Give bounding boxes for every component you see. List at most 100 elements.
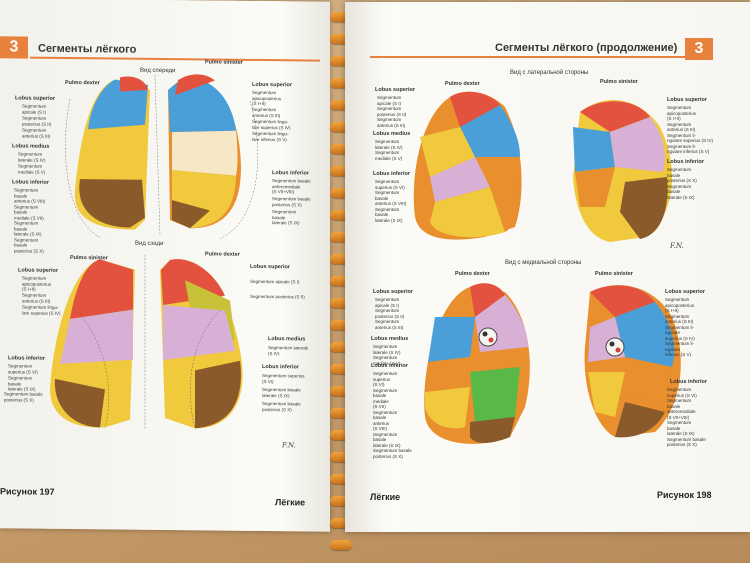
lung-front-view <box>65 74 258 239</box>
title-rule-right <box>370 56 685 58</box>
label-lobus-superior-left: Lobus superior <box>15 95 56 102</box>
label-r-pulmo-sinister: Pulmo sinister <box>600 79 638 85</box>
label-seg-posterius: Segmentum posterius (S II) <box>22 115 52 127</box>
label-r-seg-apicale: Segmentum apicale (S I) Segmentum poster… <box>377 95 407 128</box>
binding-coil <box>330 364 352 374</box>
left-page: 3 Сегменты лёгкого Вид спереди Pulmo dex… <box>0 0 330 532</box>
label-r-lobus-inferior-right: Lobus inferior <box>667 159 704 165</box>
label-seg-apicale: Segmentum apicale (S I) <box>22 103 47 115</box>
label-back-seg-basale-lat-right: Segmentum basale laterale (S IX) <box>262 387 301 398</box>
lung-lateral-view <box>413 91 672 242</box>
label-back-lobus-superior-left: Lobus superior <box>18 267 59 274</box>
label-back-seg-anterius: Segmentum anterius (S III) <box>22 292 51 304</box>
label-back-seg-apicale: Segmentum apicale (S I) <box>250 278 300 285</box>
label-back-seg-basale-post: Segmentum basale posterius (S X) <box>4 391 43 403</box>
label-back-seg-apicopost: Segmentum apicoposterius (S I+II) <box>22 275 52 292</box>
label-back-seg-posterius: Segmentum posterius (S II) <box>250 293 305 300</box>
binding-coil <box>330 254 352 264</box>
chapter-number-badge-right: 3 <box>685 38 713 60</box>
binding-coil <box>330 540 352 550</box>
chapter-number-badge: 3 <box>0 36 28 59</box>
label-r-lobus-medius: Lobus medius <box>373 131 411 137</box>
label-m-lobus-inferior: Lobus inferior <box>371 363 408 369</box>
label-r-pulmo-dexter: Pulmo dexter <box>445 81 480 87</box>
view-label-back: Вид сзади <box>135 240 164 247</box>
label-m-pulmo-dexter: Pulmo dexter <box>455 271 490 277</box>
label-m-lobus-superior: Lobus superior <box>373 289 414 295</box>
label-seg-basale: Segmentum basale anterius (S VIII) Segme… <box>14 187 46 254</box>
lung-back-view <box>50 254 243 430</box>
binding-coil <box>330 100 352 110</box>
label-back-seg-basale: Segmentum basale laterale (S IX) <box>8 375 36 392</box>
view-label-medial: Вид с медиальной стороны <box>505 260 582 266</box>
label-m-pulmo-sinister: Pulmo sinister <box>595 271 633 277</box>
binding-coil <box>330 452 352 462</box>
view-label-lateral: Вид с латеральной стороны <box>510 70 589 76</box>
label-seg-basale-post: Segmentum basale posterius (S X) <box>272 196 311 207</box>
label-m-lobus-superior-right: Lobus superior <box>665 289 706 295</box>
binding-coil <box>330 12 352 22</box>
label-back-lobus-superior-right: Lobus superior <box>250 263 291 271</box>
label-m-lobus-medius: Lobus medius <box>371 336 409 342</box>
label-back-seg-superius-right: Segmentum superius (S VI) <box>262 373 305 384</box>
page-title-right: Сегменты лёгкого (продолжение) <box>495 42 678 54</box>
lung-medial-view <box>424 283 681 444</box>
binding-coil <box>330 56 352 66</box>
title-rule <box>30 56 320 62</box>
label-m-seg-basale: Segmentum superius (S VI) Segmentum basa… <box>373 371 412 459</box>
binding-coil <box>330 78 352 88</box>
label-seg-basale-ant: Segmentum basale anteromediale (S VII+VI… <box>272 178 311 195</box>
binding-coil <box>330 298 352 308</box>
binding-coil <box>330 166 352 176</box>
binding-coil <box>330 408 352 418</box>
right-page: Сегменты лёгкого (продолжение) 3 Вид с л… <box>345 2 750 532</box>
artist-signature: F.N. <box>282 441 296 450</box>
label-lobus-inferior-left: Lobus inferior <box>12 179 49 186</box>
label-seg-basale-lat: Segmentum basale laterale (S IX) <box>272 209 300 226</box>
label-back-lobus-inferior-right: Lobus inferior <box>262 364 299 371</box>
label-back-lobus-medius: Lobus medius <box>268 336 306 343</box>
label-back-seg-laterale: Segmentum laterale (S IV) <box>268 345 309 356</box>
binding-coil <box>330 496 352 506</box>
label-seg-anterius-right: Segmentum anterius (S III) <box>252 106 281 118</box>
label-seg-laterale: Segmentum laterale (S IV) <box>18 151 46 163</box>
label-seg-lingulare-inf: Segmentum lingu- lare inferius (S V) <box>252 130 289 142</box>
artist-signature-right: F.N. <box>670 242 684 250</box>
binding-coil <box>330 430 352 440</box>
label-back-seg-basale-post-right: Segmentum basale posterius (S X) <box>262 401 301 412</box>
label-m-seg-basale-right: Segmentum superius (S VI) Segmentum basa… <box>667 387 706 447</box>
label-lobus-superior-right: Lobus superior <box>252 81 293 89</box>
label-lobus-medius: Lobus medius <box>12 143 50 150</box>
label-back-seg-superius: Segmentum superius (S VI) <box>8 363 38 375</box>
binding-coil <box>330 144 352 154</box>
label-m-lobus-inferior-right: Lobus inferior <box>670 379 707 385</box>
label-r-seg-basale-right: Segmentum basale posterius (S X) Segment… <box>667 167 697 200</box>
label-r-seg-laterale: Segmentum laterale (S IV) Segmentum medi… <box>375 139 403 161</box>
label-lobus-inferior-right: Lobus inferior <box>272 170 309 177</box>
figure-caption-right: Рисунок 198 <box>657 490 712 500</box>
page-title: Сегменты лёгкого <box>38 42 137 56</box>
binding-coil <box>330 342 352 352</box>
label-seg-anterius: Segmentum anterius (S III) <box>22 127 51 139</box>
label-r-seg-apicopost: Segmentum apicoposterius (S I+II) Segmen… <box>667 105 714 154</box>
binding-coil <box>330 276 352 286</box>
footer-section: Лёгкие <box>275 497 306 508</box>
label-m-seg-apicopost: Segmentum apicoposterius (S I+II) Segmen… <box>665 297 695 357</box>
label-seg-lingulare-sup: Segmentum lingu- lare superius (S IV) <box>252 118 291 130</box>
label-m-seg-apicale: Segmentum apicale (S I) Segmentum poster… <box>375 297 405 330</box>
binding-coil <box>330 320 352 330</box>
label-pulmo-sinister: Pulmo sinister <box>205 59 243 66</box>
label-r-lobus-inferior: Lobus inferior <box>373 171 410 177</box>
binding-coil <box>330 210 352 220</box>
label-seg-mediale: Segmentum mediale (S V) <box>18 163 46 175</box>
binding-coil <box>330 122 352 132</box>
label-r-seg-basale: Segmentum superius (S VI) Segmentum basa… <box>375 179 407 223</box>
binding-coil <box>330 518 352 528</box>
figure-caption: Рисунок 197 <box>0 486 55 497</box>
label-r-lobus-superior-right: Lobus superior <box>667 97 708 103</box>
binding-coil <box>330 474 352 484</box>
label-back-lobus-inferior-left: Lobus inferior <box>8 355 45 362</box>
spiral-binding <box>330 0 352 563</box>
label-r-lobus-superior: Lobus superior <box>375 87 416 93</box>
label-m-seg-laterale: Segmentum laterale (S IV) Segmentum medi… <box>373 344 401 366</box>
